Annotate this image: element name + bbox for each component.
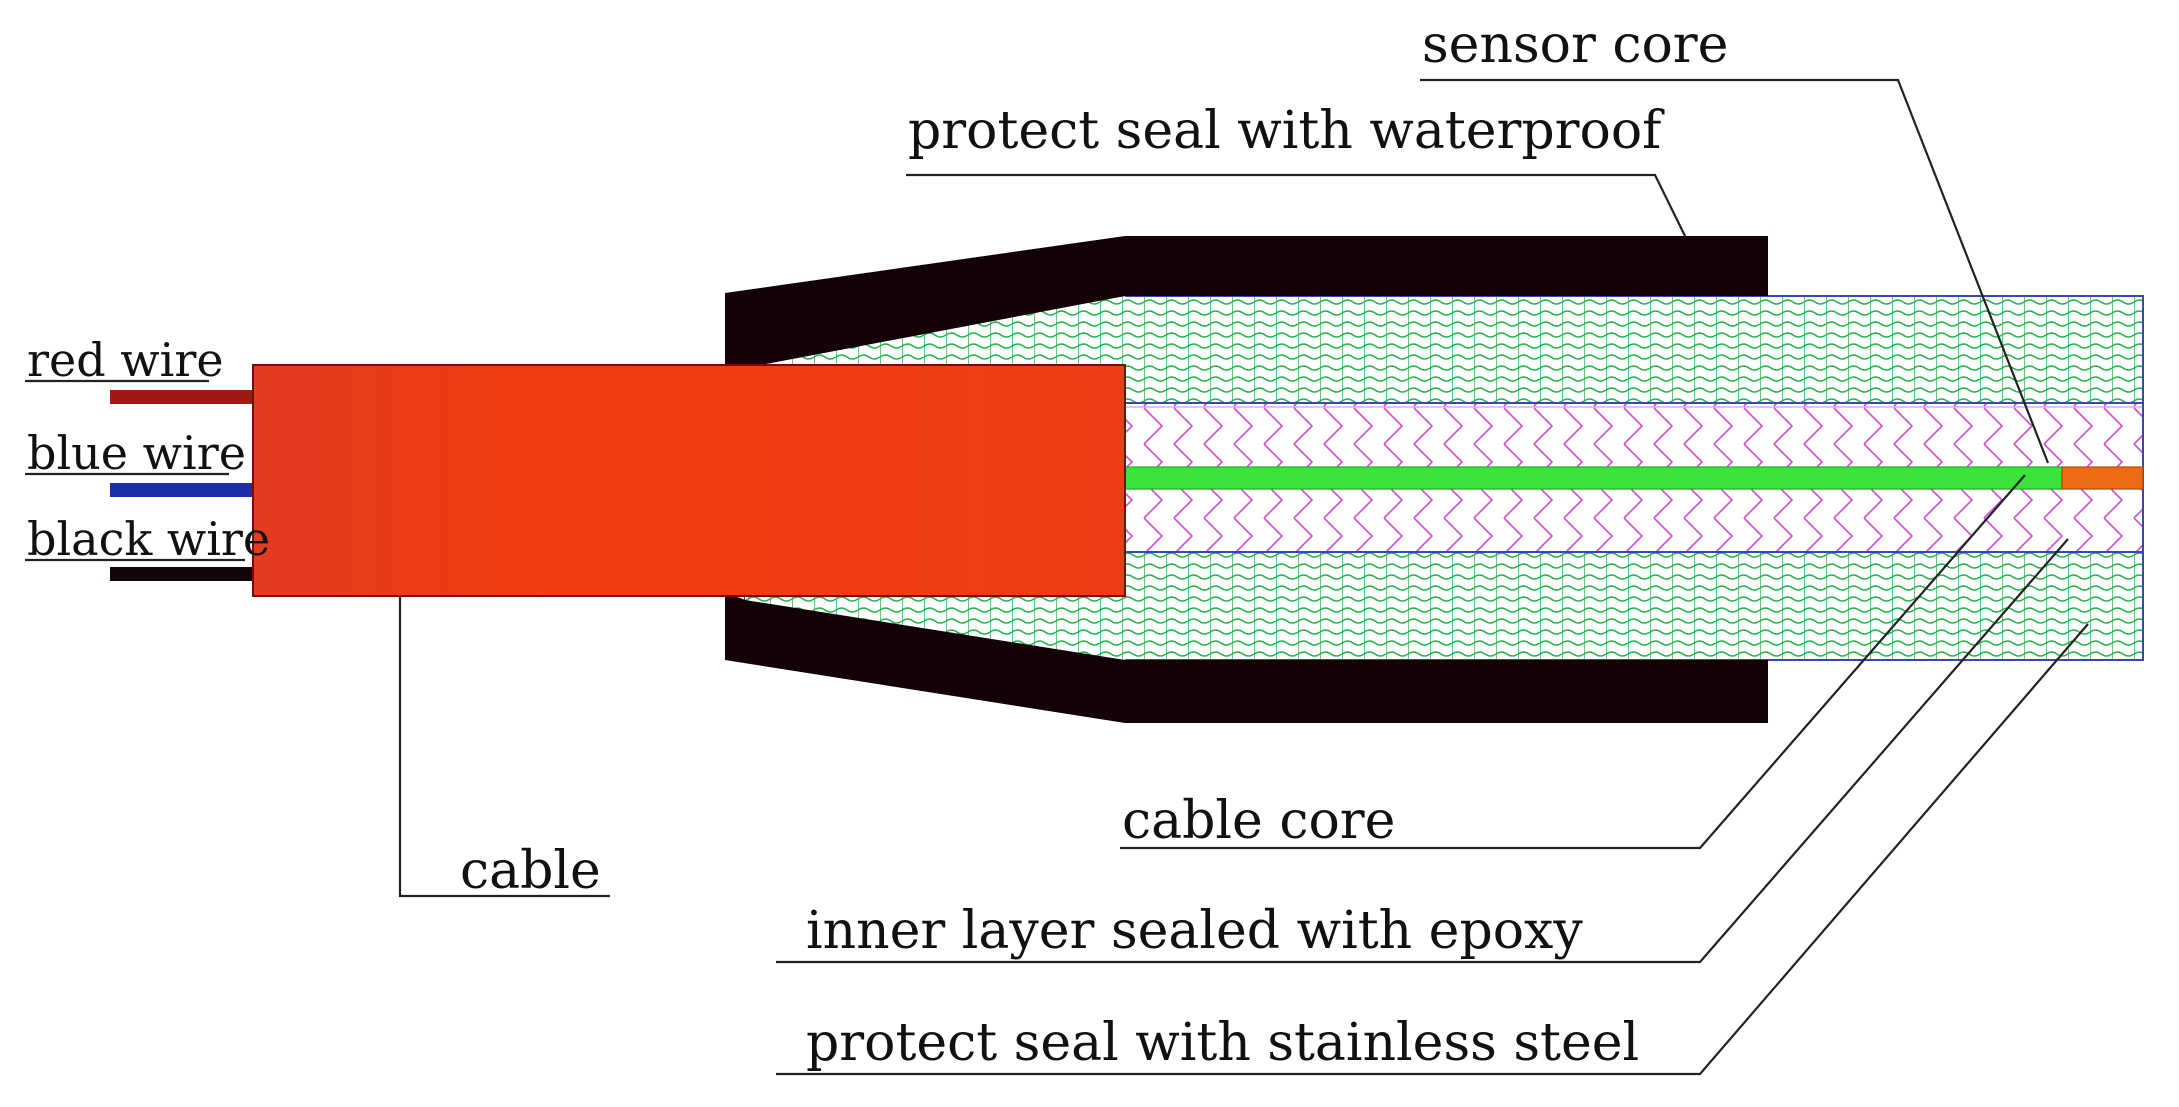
sensor-core-bar	[2061, 466, 2144, 490]
label-black-wire: black wire	[27, 512, 270, 566]
label-blue-wire: blue wire	[27, 426, 246, 480]
epoxy-layer-upper	[1124, 402, 2144, 469]
waterproof-seal-lower	[725, 592, 1768, 723]
leader-sensor-core	[1420, 78, 2050, 464]
label-sensor-core: sensor core	[1422, 15, 1728, 75]
waterproof-seal-upper	[725, 236, 1768, 372]
leader-protect-seal-steel	[776, 623, 2089, 1076]
leader-protect-seal-waterproof	[906, 173, 1686, 237]
label-cable-core: cable core	[1122, 791, 1395, 851]
red-wire	[110, 390, 255, 404]
leader-cable	[398, 596, 610, 898]
epoxy-layer-lower	[1124, 486, 2144, 553]
leader-inner-layer	[776, 538, 2069, 964]
leader-cable-core	[1120, 474, 2026, 850]
label-inner-layer: inner layer sealed with epoxy	[806, 901, 1583, 961]
label-cable: cable	[460, 841, 601, 901]
blue-wire	[110, 483, 255, 497]
label-protect-seal-steel: protect seal with stainless steel	[806, 1013, 1639, 1073]
cable-core-bar	[1124, 466, 2063, 490]
label-red-wire: red wire	[27, 333, 224, 387]
cable-jacket	[252, 364, 1126, 597]
label-protect-seal-waterproof: protect seal with waterproof	[908, 101, 1665, 161]
black-wire	[110, 567, 255, 581]
